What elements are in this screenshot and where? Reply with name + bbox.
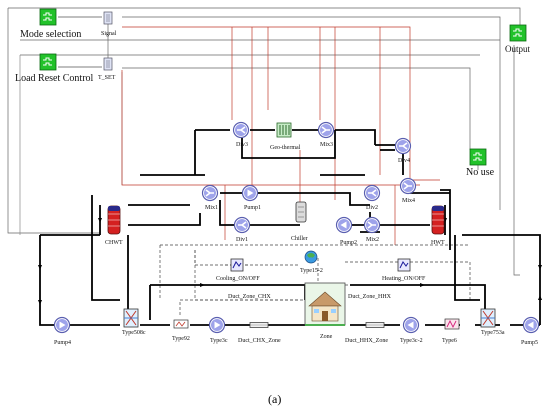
div4-label: Div4 [398, 158, 410, 164]
mix1-label: Mix1 [205, 205, 218, 211]
div2-label: Div2 [366, 205, 378, 211]
cooling-on-off-controller[interactable] [230, 258, 244, 272]
heating-on-off-controller[interactable] [397, 258, 411, 272]
pump5-label: Pump5 [521, 340, 538, 346]
div1-label: Div1 [236, 237, 248, 243]
hwt-tank[interactable] [431, 205, 445, 235]
type6-label: Type6 [442, 338, 457, 344]
load-reset-control-block[interactable] [39, 53, 57, 71]
no-use-block[interactable] [469, 148, 487, 166]
pump2[interactable] [335, 216, 353, 234]
hwt-label: HWT [431, 240, 445, 246]
heating-on-off-label: Heating_ON/OFF [382, 276, 426, 282]
signal-icon[interactable] [103, 11, 113, 25]
type753a-label: Type753a [481, 330, 505, 336]
duct-chx-zone-label: Duct_CHX_Zone [238, 338, 281, 344]
chiller-unit[interactable] [295, 201, 307, 223]
type508c-label: Type508c [122, 330, 146, 336]
div1-valve[interactable] [233, 216, 251, 234]
duct-zone-chx-label: Duct_Zone_CHX [228, 294, 271, 300]
type92-label: Type92 [172, 336, 190, 342]
pump4[interactable] [53, 316, 71, 334]
duct-hhx-zone-label: Duct_HHX_Zone [345, 338, 388, 344]
no-use-label: No use [466, 167, 495, 178]
chiller-label: Chiller [291, 236, 308, 242]
duct-zone-hhx-label: Duct_Zone_HHX [348, 294, 392, 300]
type6-heater[interactable] [444, 318, 460, 330]
type15-2-weather-icon[interactable] [304, 250, 318, 264]
geo-thermal-hx[interactable] [276, 122, 292, 138]
chwt-label: CHWT [105, 240, 123, 246]
zone-label: Zone [320, 334, 333, 340]
t-set-label: T_SET [98, 75, 116, 81]
output-label: Output [505, 44, 531, 54]
duct-chx-zone[interactable] [249, 322, 269, 328]
type508c-cooling-coil[interactable] [123, 308, 139, 328]
pump5[interactable] [522, 316, 540, 334]
mix3-label: Mix3 [320, 142, 333, 148]
type753a-heating-coil[interactable] [480, 308, 496, 328]
pump1-label: Pump1 [244, 205, 261, 211]
mix2-mixer[interactable] [363, 216, 381, 234]
mix4-mixer[interactable] [399, 177, 417, 195]
geo-thermal-label: Geo-thermal [270, 145, 301, 151]
mode-selection-label: Mode selection [20, 29, 81, 40]
pipe-arrows [38, 218, 542, 305]
chwt-tank[interactable] [107, 205, 121, 235]
div4-valve[interactable] [394, 137, 412, 155]
output-block[interactable] [509, 24, 527, 42]
div3-valve[interactable] [232, 121, 250, 139]
signal-label: Signal [101, 31, 117, 37]
signal-lines [7, 7, 521, 315]
type3c-2-label: Type3c-2 [400, 338, 423, 344]
div2-valve[interactable] [363, 184, 381, 202]
load-reset-control-label: Load Reset Control [15, 73, 94, 84]
figure-caption: (a) [268, 392, 281, 406]
mix3-mixer[interactable] [317, 121, 335, 139]
div3-label: Div3 [236, 142, 248, 148]
mix4-label: Mix4 [402, 198, 415, 204]
type92-controller[interactable] [173, 319, 189, 329]
mode-selection-block[interactable] [39, 8, 57, 26]
type3c-pump[interactable] [208, 316, 226, 334]
zone-building[interactable] [304, 282, 346, 326]
cooling-on-off-label: Cooling_ON/OFF [216, 276, 260, 282]
type3c-label: Type3c [210, 338, 228, 344]
pump4-label: Pump4 [54, 340, 71, 346]
t-set-icon[interactable] [103, 57, 113, 71]
mix2-label: Mix2 [366, 237, 379, 243]
mix1-mixer[interactable] [201, 184, 219, 202]
type15-2-label: Type15-2 [300, 268, 323, 274]
type3c-2-pump[interactable] [402, 316, 420, 334]
duct-hhx-zone[interactable] [365, 322, 385, 328]
pump1[interactable] [241, 184, 259, 202]
pump2-label: Pump2 [340, 240, 357, 246]
